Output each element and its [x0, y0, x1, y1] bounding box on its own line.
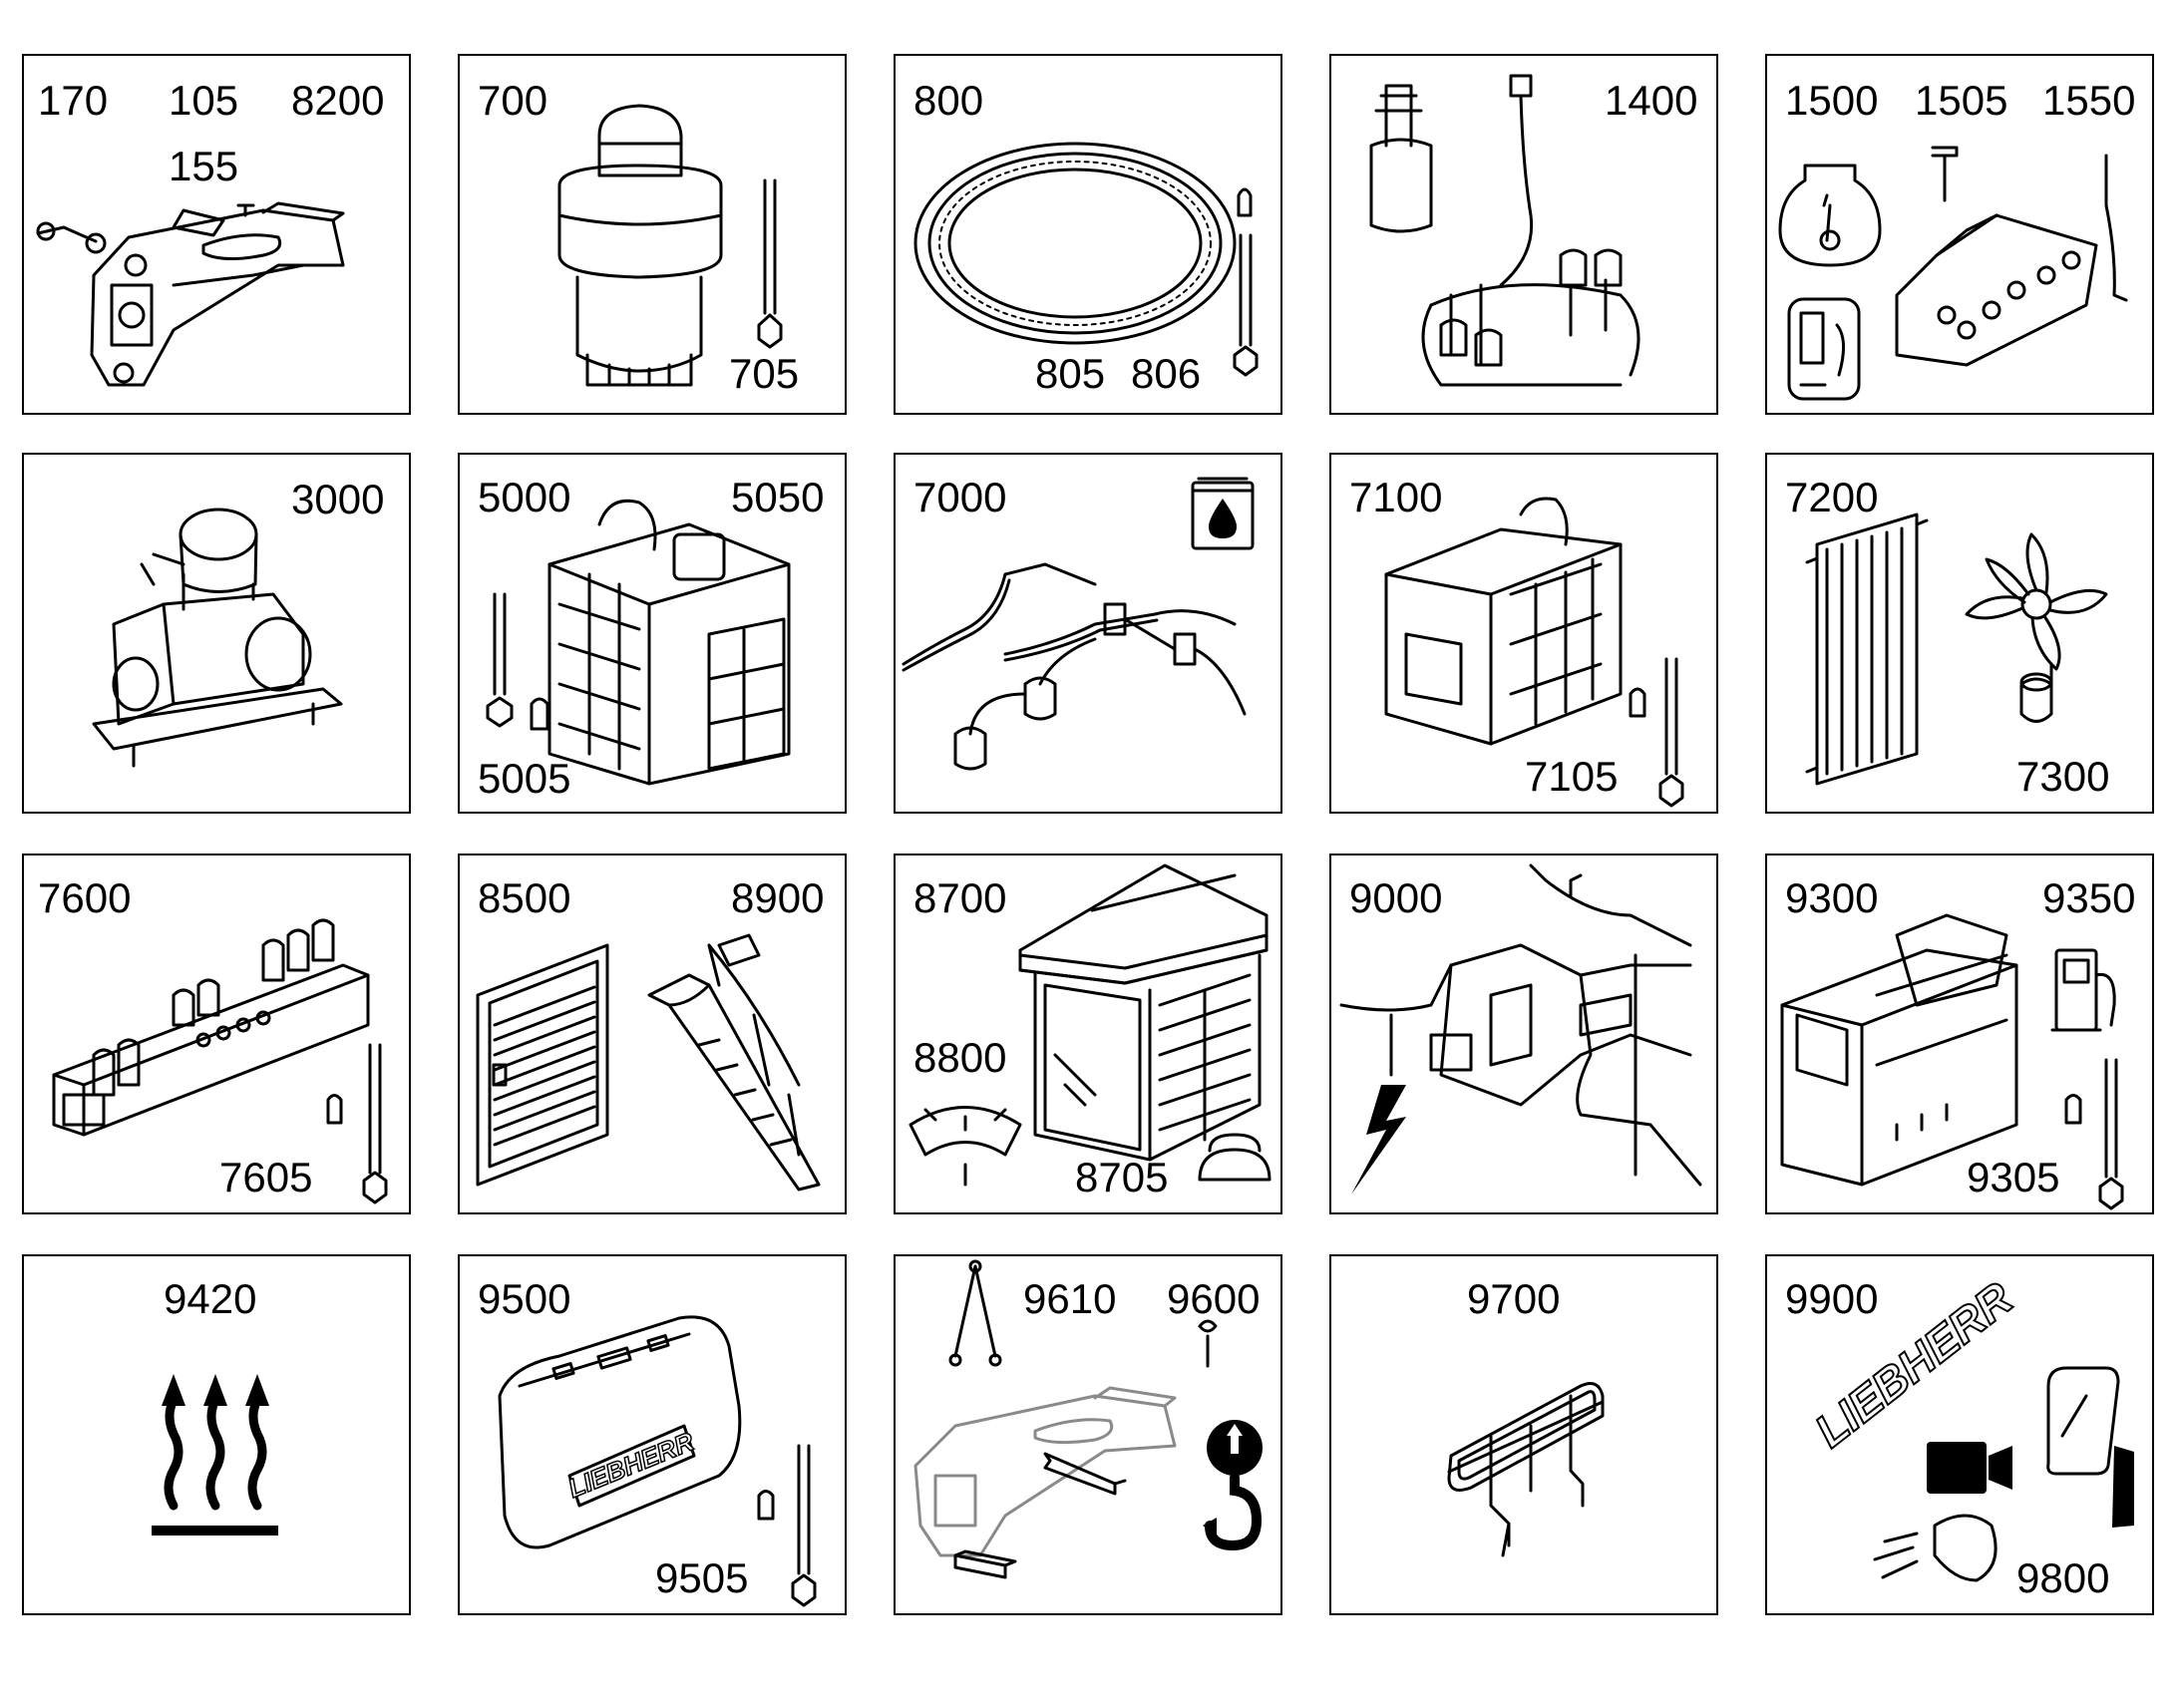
tile-9000[interactable]: 9000: [1329, 854, 1718, 1214]
label-1500: 1500: [1785, 77, 1879, 124]
label-8700: 8700: [913, 874, 1007, 921]
label-7100: 7100: [1349, 474, 1443, 520]
tank-frame-illustration: [1780, 913, 2124, 1210]
label-1505: 1505: [1915, 77, 2008, 124]
label-1400: 1400: [1605, 77, 1698, 124]
tile-9610[interactable]: 9610 9600: [894, 1254, 1282, 1615]
label-9305: 9305: [1967, 1154, 2060, 1200]
heating-icon: [152, 1374, 278, 1536]
fuel-tank-valves-illustration: [1778, 146, 2128, 401]
label-700: 700: [478, 77, 548, 124]
central-lubrication-illustration: [1369, 74, 1640, 387]
label-7600: 7600: [38, 874, 132, 921]
tile-8500[interactable]: 8500 8900: [458, 854, 847, 1214]
tile-800[interactable]: 800 805 806: [894, 54, 1282, 415]
label-5050: 5050: [731, 474, 825, 520]
tile-3000[interactable]: 3000: [22, 453, 411, 814]
label-1550: 1550: [2042, 77, 2136, 124]
mirror-icon: [2046, 1366, 2134, 1528]
label-800: 800: [913, 77, 984, 124]
camera-icon: [1927, 1442, 1987, 1494]
label-8800: 8800: [913, 1034, 1007, 1081]
label-7105: 7105: [1525, 753, 1619, 800]
operator-cab-illustration: [908, 863, 1272, 1187]
guard-rail-illustration: [1447, 1382, 1605, 1557]
label-9800: 9800: [2016, 1554, 2110, 1601]
label-9900: 9900: [1785, 1275, 1879, 1322]
tile-7200[interactable]: 7200 7300: [1765, 453, 2154, 814]
label-170: 170: [38, 77, 109, 124]
label-9000: 9000: [1349, 874, 1443, 921]
label-9600: 9600: [1167, 1275, 1261, 1322]
uppercarriage-frame-illustration: [486, 499, 791, 786]
heating-symbol: [152, 1374, 278, 1536]
label-5000: 5000: [478, 474, 571, 520]
label-9500: 9500: [478, 1275, 571, 1322]
label-9505: 9505: [655, 1554, 749, 1601]
label-9420: 9420: [164, 1275, 257, 1322]
tile-9420[interactable]: 9420: [22, 1254, 411, 1615]
tile-5000[interactable]: 5000 5050 5005: [458, 453, 847, 814]
label-7000: 7000: [913, 474, 1007, 520]
fuel-pump-icon: [2054, 948, 2098, 1032]
label-8900: 8900: [731, 874, 825, 921]
door-stairs-illustration: [476, 933, 821, 1192]
label-705: 705: [729, 350, 800, 397]
tile-7600[interactable]: 7600 7605: [22, 854, 411, 1214]
tile-9300[interactable]: 9300 9350 9305: [1765, 854, 2154, 1214]
counterweight-illustration: LIEBHERR: [498, 1315, 817, 1607]
label-5005: 5005: [478, 755, 571, 802]
label-7200: 7200: [1785, 474, 1879, 520]
label-8500: 8500: [478, 874, 571, 921]
decals-mirrors-illustration: LIEBHERR: [1804, 1271, 2134, 1582]
label-8705: 8705: [1075, 1154, 1169, 1200]
tile-7100[interactable]: 7100 7105: [1329, 453, 1718, 814]
tile-8700[interactable]: 8700 8800 8705: [894, 854, 1282, 1214]
label-7605: 7605: [219, 1154, 313, 1200]
lightning-bolt-icon: [1351, 1085, 1406, 1195]
engine-illustration: [92, 508, 343, 768]
tile-7000[interactable]: 7000: [894, 453, 1282, 814]
work-light-icon: [1873, 1514, 1998, 1582]
slewing-ring-illustration: [913, 142, 1259, 377]
label-8200: 8200: [291, 77, 385, 124]
dashboard-icon: [908, 1106, 1022, 1157]
control-valve-block-illustration: [52, 918, 388, 1204]
hydraulic-lines-illustration: [902, 477, 1255, 771]
tile-9900[interactable]: LIEBHERR 9900 9800: [1765, 1254, 2154, 1615]
tile-9700[interactable]: 9700: [1329, 1254, 1718, 1615]
label-9610: 9610: [1023, 1275, 1117, 1322]
tile-1500[interactable]: 1500 1505 1550: [1765, 54, 2154, 415]
label-9300: 9300: [1785, 874, 1879, 921]
radiator-fan-illustration: [1805, 512, 2108, 786]
tile-1400[interactable]: 1400: [1329, 54, 1718, 415]
label-155: 155: [169, 143, 239, 189]
lifting-gear-illustration: [913, 1259, 1263, 1579]
hook-icon: [1203, 1420, 1263, 1551]
tile-9500[interactable]: LIEBHERR 9500 9505: [458, 1254, 847, 1615]
label-806: 806: [1131, 350, 1202, 397]
tile-700[interactable]: 700 705: [458, 54, 847, 415]
label-7300: 7300: [2016, 753, 2110, 800]
travel-gearbox-illustration: [557, 104, 783, 387]
label-3000: 3000: [291, 476, 385, 522]
label-9350: 9350: [2042, 874, 2136, 921]
label-105: 105: [169, 77, 239, 124]
cooling-frame-illustration: [1384, 497, 1684, 808]
tile-170[interactable]: 170 105 8200 155: [22, 54, 411, 415]
electrical-harness-illustration: [1339, 863, 1702, 1195]
boom-assembly-illustration: [36, 201, 345, 387]
label-805: 805: [1035, 350, 1106, 397]
label-9700: 9700: [1467, 1275, 1561, 1322]
